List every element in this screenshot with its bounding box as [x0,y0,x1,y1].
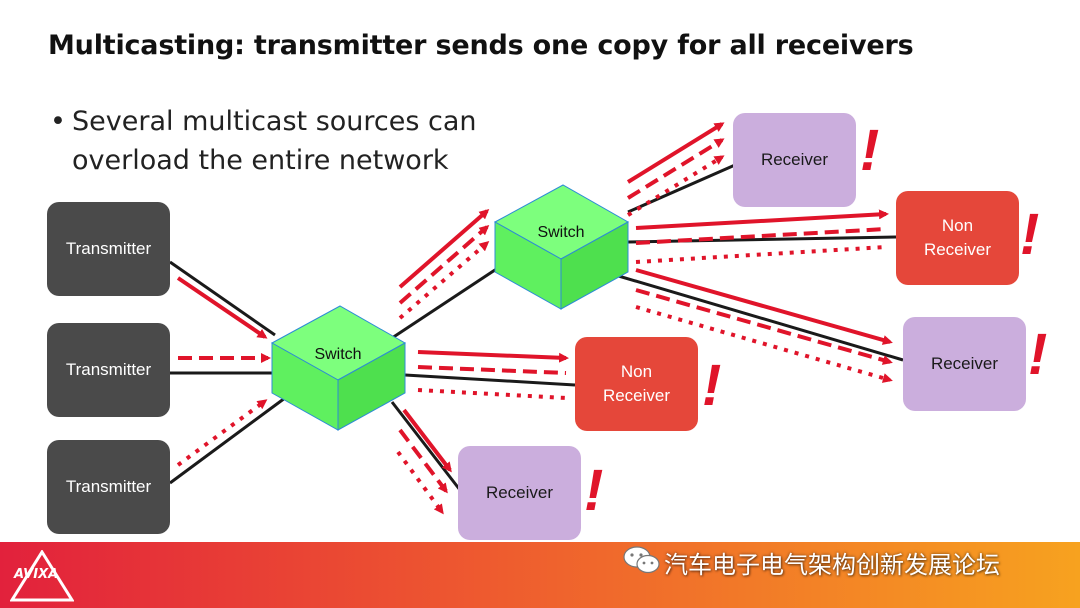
watermark-text: 汽车电子电气架构创新发展论坛 [664,551,1000,579]
receiver-right: Receiver [903,317,1026,411]
warning-mark-non-receiver-middle: ! [702,353,722,418]
warning-mark-receiver-top: ! [860,118,880,183]
network-links [169,163,904,491]
receiver-bottom: Receiver [458,446,581,540]
transmitter-2-label: Transmitter [65,360,152,379]
footer-band [0,542,1080,608]
non-receiver-middle-line1: Non [620,362,653,381]
bullet-point: • Several multicast sources can overload… [50,102,490,180]
avixa-logo-icon [10,550,74,602]
transmitter-3: Transmitter [47,440,170,534]
slide-title: Multicasting: transmitter sends one copy… [48,30,914,61]
warning-mark-receiver-bottom: ! [584,458,604,523]
receiver-top-label: Receiver [760,150,829,169]
transmitter-2: Transmitter [47,323,170,417]
switch-2: Switch [493,184,630,310]
non-receiver-middle-line2: Receiver [602,386,671,405]
receiver-right-label: Receiver [930,354,999,373]
non-receiver-right: Non Receiver [896,191,1019,285]
switch-2-label: Switch [537,224,584,241]
non-receiver-middle: Non Receiver [575,337,698,431]
warning-mark-non-receiver-right: ! [1020,202,1040,267]
bullet-dot: • [50,106,66,137]
non-receiver-right-line1: Non [941,216,974,235]
transmitter-1: Transmitter [47,202,170,296]
bullet-text: Several multicast sources can overload t… [72,106,477,176]
avixa-logo-text: AVIXA [14,567,59,582]
multicast-arrows [176,122,893,515]
wechat-icon [623,546,660,574]
receiver-bottom-label: Receiver [485,483,554,502]
transmitter-3-label: Transmitter [65,477,152,496]
warning-mark-receiver-right: ! [1028,322,1048,387]
receiver-top: Receiver [733,113,856,207]
transmitter-1-label: Transmitter [65,239,152,258]
switch-1-label: Switch [314,346,361,363]
non-receiver-right-line2: Receiver [923,240,992,259]
switch-1: Switch [270,305,407,431]
